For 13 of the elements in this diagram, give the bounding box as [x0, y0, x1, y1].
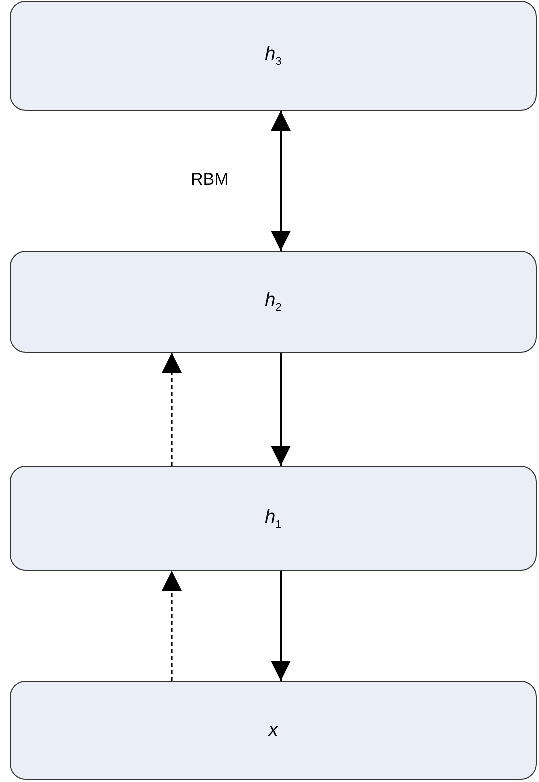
arrow: [162, 353, 182, 466]
layer-box: [10, 466, 537, 571]
layer-box: [10, 251, 537, 353]
layer-box: [10, 681, 537, 780]
arrow: [271, 353, 291, 466]
layer-label: h$_{2}$: [265, 290, 282, 314]
layer-label: h$_{3}$: [265, 44, 282, 68]
arrow: [271, 571, 291, 681]
layer-box: [10, 1, 537, 111]
layer-label: x: [268, 720, 278, 742]
arrow: [162, 571, 182, 681]
layer-label: h$_{1}$: [265, 506, 282, 530]
arrow: [271, 111, 291, 251]
